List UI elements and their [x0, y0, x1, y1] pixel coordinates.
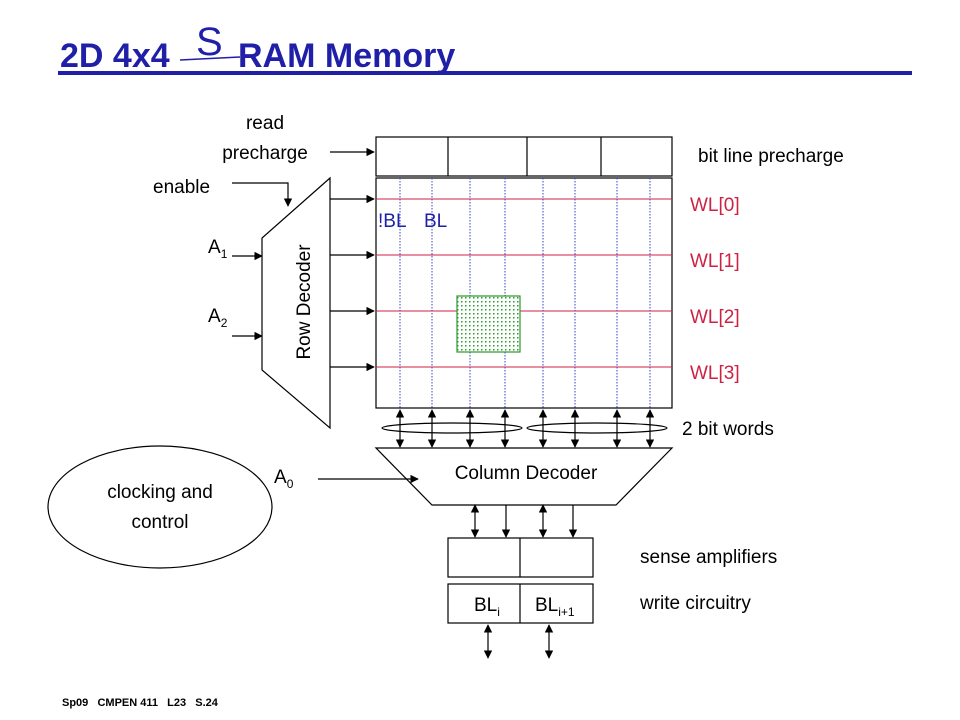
read-precharge-label-2: precharge: [222, 143, 308, 164]
clocking-label-1: clocking and: [107, 482, 213, 503]
row-decoder: [261, 176, 331, 430]
word-lines: [376, 198, 672, 368]
title-suffix: RAM Memory: [238, 37, 455, 75]
clocking-control-ellipse: [47, 445, 273, 569]
decoder-outputs: [330, 194, 375, 372]
wl1-label: WL[1]: [690, 251, 740, 272]
word-group-ellipse-left: [381, 422, 523, 434]
memory-array: [375, 177, 673, 409]
enable-arrow: [232, 182, 293, 207]
column-decoder-label: Column Decoder: [455, 463, 598, 484]
column-to-sense-arrows: [470, 504, 578, 538]
wl2-label: WL[2]: [690, 307, 740, 328]
row-decoder-label: Row Decoder: [294, 244, 315, 360]
title-insert-caret: [179, 56, 241, 61]
bit-line-precharge-label: bit line precharge: [698, 146, 844, 167]
bli1-label: BLi+1: [535, 595, 575, 619]
a1-label: A1: [208, 237, 228, 261]
wl0-label: WL[0]: [690, 195, 740, 216]
page-title: 2D 4x4 RAM Memory S: [60, 20, 455, 75]
write-circuitry-label: write circuitry: [639, 593, 751, 614]
array-to-column-arrows: [395, 409, 655, 448]
enable-label: enable: [153, 177, 210, 198]
a0-label: A0: [274, 467, 294, 491]
read-precharge-label-1: read: [246, 113, 284, 134]
memory-cell-highlight: [456, 295, 521, 353]
wl3-label: WL[3]: [690, 363, 740, 384]
bli-label: BLi: [474, 595, 500, 619]
footer-course: Sp09 CMPEN 411 L23 S.24: [62, 697, 219, 709]
clocking-label-2: control: [131, 512, 188, 533]
bl-label: BL: [424, 211, 447, 232]
bit-lines: [399, 178, 651, 408]
precharge-row: [375, 136, 673, 177]
column-decoder: [374, 447, 674, 506]
sense-amplifiers: [447, 537, 594, 578]
word-group-ellipse-right: [526, 422, 668, 434]
title-prefix: 2D 4x4: [60, 37, 170, 75]
title-rule: [58, 71, 912, 75]
write-circuitry: [447, 583, 594, 624]
two-bit-words-label: 2 bit words: [682, 419, 774, 440]
sense-amplifiers-label: sense amplifiers: [640, 547, 777, 568]
title-insert-s: S: [196, 20, 223, 64]
a2-label: A2: [208, 306, 228, 330]
not-bl-label: !BL: [378, 211, 407, 232]
